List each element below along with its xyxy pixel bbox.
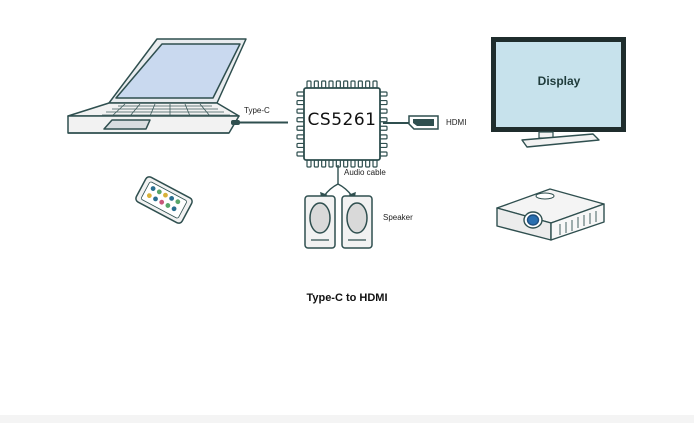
chip-pin xyxy=(379,134,388,140)
chip-pin xyxy=(296,91,305,97)
chip-pins xyxy=(296,80,388,168)
chip-pin xyxy=(379,117,388,123)
display-label: Display xyxy=(537,74,581,88)
remote-control-icon xyxy=(135,176,193,224)
chip-pin xyxy=(365,80,371,89)
chip-pin xyxy=(328,80,334,89)
chip-pin xyxy=(296,142,305,149)
chip-pin xyxy=(379,91,388,97)
chip-pin xyxy=(357,159,363,168)
chip-pin xyxy=(379,125,388,131)
chip-pin xyxy=(306,159,312,168)
projector-icon xyxy=(496,188,605,241)
chip-pin xyxy=(372,80,378,89)
cs5261-chip xyxy=(296,80,388,168)
chip-pin xyxy=(350,159,356,168)
chip-label: CS5261 xyxy=(307,110,377,130)
chip-pin xyxy=(379,108,388,114)
type-c-label: Type-C xyxy=(244,106,270,115)
monitor-icon xyxy=(491,37,626,148)
chip-pin xyxy=(306,80,312,89)
chip-pin xyxy=(313,159,319,168)
speaker-icon xyxy=(304,195,373,249)
hdmi-label: HDMI xyxy=(446,118,467,127)
chip-pin xyxy=(296,151,305,157)
chip-pin xyxy=(335,80,341,89)
chip-pin xyxy=(365,159,371,168)
chip-pin xyxy=(313,80,319,89)
chip-pin xyxy=(379,142,388,149)
diagram-caption: Type-C to HDMI xyxy=(306,292,388,304)
chip-pin xyxy=(343,80,349,89)
chip-pin xyxy=(321,159,327,168)
chip-pin xyxy=(296,134,305,140)
laptop-icon xyxy=(67,38,247,134)
hdmi-cable xyxy=(383,115,439,130)
type-c-cable xyxy=(231,120,288,125)
chip-pin xyxy=(321,80,327,89)
chip-pin xyxy=(296,99,305,106)
chip-pin xyxy=(357,80,363,89)
chip-pin xyxy=(328,159,334,168)
chip-pin xyxy=(343,159,349,168)
chip-pin xyxy=(296,108,305,114)
chip-pin xyxy=(296,125,305,131)
audio-cable-label: Audio cable xyxy=(344,168,386,177)
chip-pin xyxy=(350,80,356,89)
chip-pin xyxy=(379,151,388,157)
speaker-label: Speaker xyxy=(383,213,413,222)
chip-pin xyxy=(372,159,378,168)
footer-band xyxy=(0,415,694,423)
chip-pin xyxy=(296,117,305,123)
chip-pin xyxy=(379,99,388,106)
